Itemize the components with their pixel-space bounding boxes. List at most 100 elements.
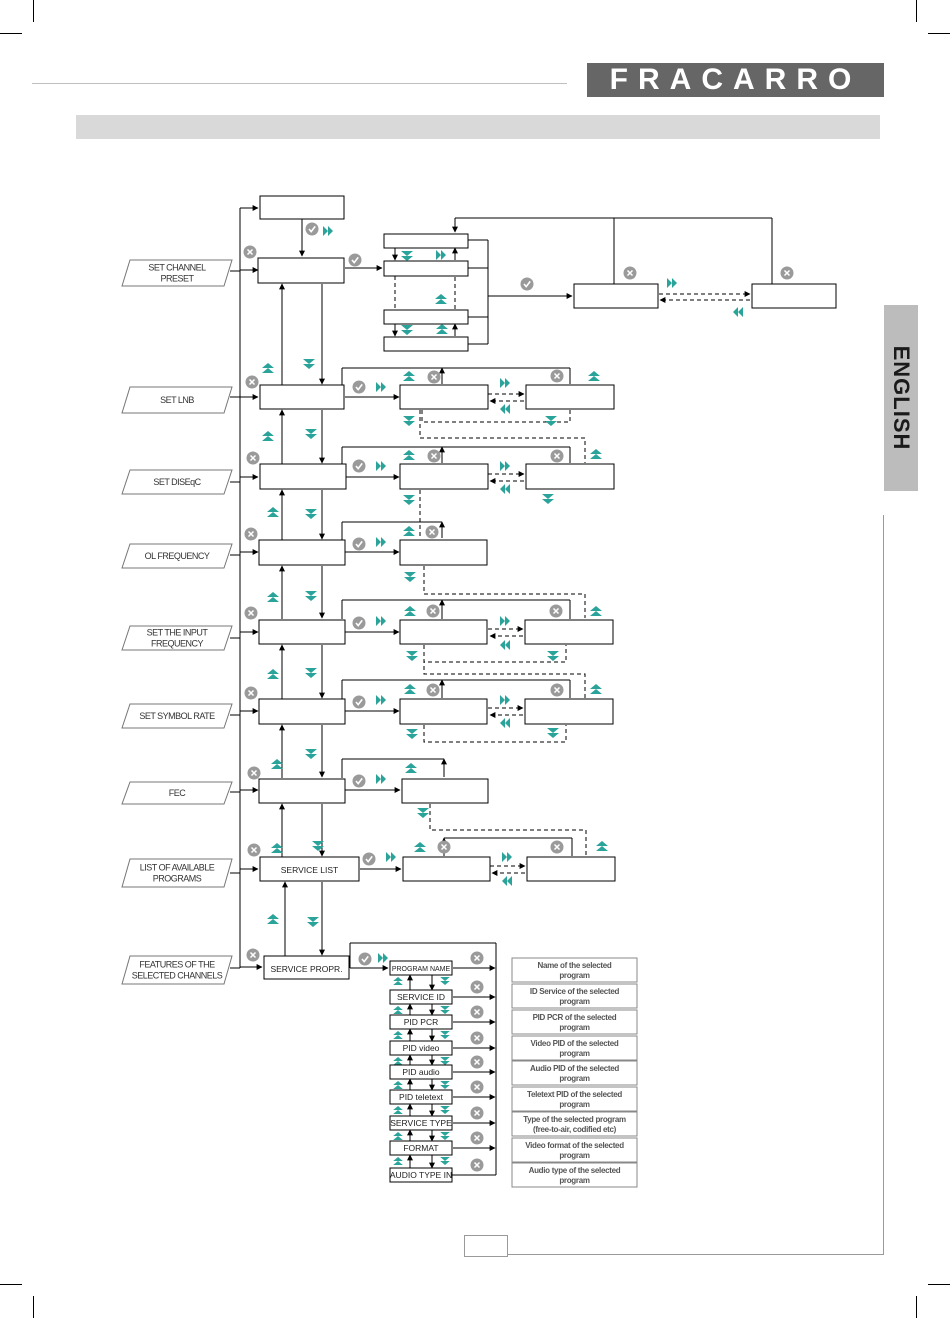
description-text: program <box>559 1151 590 1160</box>
double-chevron-right-icon <box>500 616 510 626</box>
double-chevron-left-icon <box>500 718 510 728</box>
arrow-down-icon <box>545 416 557 426</box>
service-item: FORMAT <box>389 1130 485 1169</box>
service-item: PID PCR <box>389 1004 485 1042</box>
service-item-label: PROGRAM NAME <box>392 966 451 973</box>
arrow-down-icon <box>305 749 317 759</box>
arrow-down-icon <box>305 591 317 601</box>
x-circle-icon <box>424 524 440 540</box>
service-item: PID video <box>389 1030 485 1066</box>
x-circle-icon <box>469 1079 485 1095</box>
arrow-up-icon <box>596 841 608 851</box>
double-chevron-right-icon <box>376 695 386 705</box>
crop-mark <box>33 1296 34 1318</box>
state-box <box>257 257 345 284</box>
crop-mark <box>916 0 917 22</box>
service-propr-label: SERVICE PROPR. <box>270 964 342 974</box>
arrow-up-icon <box>436 324 448 334</box>
arrow-up-icon <box>588 371 600 381</box>
crop-mark <box>928 1284 950 1285</box>
x-circle-icon <box>245 947 261 963</box>
x-circle-icon <box>243 685 259 701</box>
state-box <box>524 698 614 725</box>
arrow-up-icon <box>435 294 447 304</box>
double-chevron-left-icon <box>500 404 510 414</box>
description-box: Type of the selected program(free-to-air… <box>511 1111 638 1137</box>
state-box <box>399 619 488 645</box>
description-text: program <box>559 1176 590 1185</box>
arrow-down-icon <box>440 1132 450 1140</box>
description-text: program <box>559 1023 590 1032</box>
arrow-down-icon <box>403 416 415 426</box>
check-circle-icon <box>304 221 320 237</box>
menu-label-text: PROGRAMS <box>153 874 202 884</box>
state-box <box>399 539 488 566</box>
service-propr-box <box>263 955 350 980</box>
arrow-down-icon <box>440 977 450 985</box>
arrow-down-icon <box>305 429 317 439</box>
double-chevron-right-icon <box>500 378 510 388</box>
menu-label: SET DISEqC <box>121 469 233 495</box>
x-circle-icon <box>469 1105 485 1121</box>
service-item-label: FORMAT <box>403 1143 438 1153</box>
double-chevron-right-icon <box>436 250 446 260</box>
arrow-up-icon <box>393 1081 403 1089</box>
check-circle-icon <box>351 615 367 631</box>
arrow-up-icon <box>403 526 415 536</box>
double-chevron-right-icon <box>386 852 396 862</box>
arrow-down-icon <box>307 917 319 927</box>
check-circle-icon <box>361 851 377 867</box>
language-tab: ENGLISH <box>884 305 918 491</box>
header-rule <box>32 83 567 84</box>
double-chevron-left-icon <box>502 876 512 886</box>
description-text: Type of the selected program <box>523 1115 626 1124</box>
arrow-down-icon <box>547 651 559 661</box>
state-box <box>751 283 837 309</box>
arrow-up-icon <box>393 1157 403 1165</box>
arrow-up-icon <box>590 606 602 616</box>
arrow-down-icon <box>303 359 315 369</box>
arrow-up-icon <box>404 684 416 694</box>
state-box <box>383 233 469 249</box>
arrow-up-icon <box>262 431 274 441</box>
section-header-bar <box>76 115 880 139</box>
menu-label: OL FREQUENCY <box>121 543 233 569</box>
description-text: program <box>559 1100 590 1109</box>
menu-label-text: FEC <box>169 788 187 798</box>
arrow-up-icon <box>267 507 279 517</box>
arrow-down-icon <box>401 325 413 335</box>
menu-label-text: FEATURES OF THE <box>139 960 215 970</box>
arrow-down-icon <box>547 728 559 738</box>
service-item: PID teletext <box>389 1079 485 1117</box>
x-circle-icon <box>548 603 564 619</box>
state-box <box>259 384 345 410</box>
x-circle-icon <box>244 374 260 390</box>
x-circle-icon <box>425 682 441 698</box>
arrow-down-icon <box>440 1031 450 1039</box>
service-list-box <box>259 856 360 882</box>
menu-label-text: SET LNB <box>160 395 194 405</box>
description-text: Name of the selected <box>537 961 611 970</box>
description-text: program <box>559 997 590 1006</box>
state-box <box>259 195 345 220</box>
arrow-down-icon <box>542 494 554 504</box>
service-item-label: SERVICE TYPE <box>390 1118 452 1128</box>
service-item: PROGRAM NAME <box>389 950 485 991</box>
arrow-down-icon <box>440 1157 450 1165</box>
service-item-label: AUDIO TYPE IN <box>390 1170 452 1180</box>
description-text: PID PCR of the selected <box>533 1013 617 1022</box>
description-text: program <box>559 1049 590 1058</box>
description-text: ID Service of the selected <box>530 987 620 996</box>
description-text: Audio PID of the selected <box>530 1064 619 1073</box>
arrow-up-icon <box>403 450 415 460</box>
diagram-connectors <box>230 205 773 1176</box>
double-chevron-right-icon <box>376 774 386 784</box>
double-chevron-right-icon <box>323 226 333 236</box>
state-box <box>259 463 347 490</box>
